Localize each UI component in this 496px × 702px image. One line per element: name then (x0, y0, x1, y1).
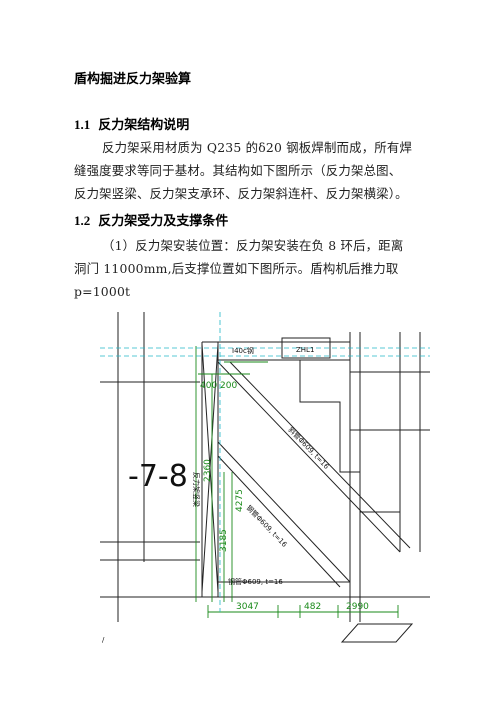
label-ring-number: -7-8 (128, 459, 188, 494)
paragraph-line: 缝强度要求等同于基材。其结构如下图所示（反力架总图、 (74, 163, 402, 178)
dim-3185: 3185 (219, 529, 229, 552)
dimension-lines (195, 346, 399, 618)
label-pipe-bottom: 钢管Φ609, t=16 (228, 577, 283, 586)
label-side-beam: 反力架竖梁 (192, 472, 201, 507)
section-number: 1.2 (74, 213, 91, 228)
structure-lines (100, 312, 430, 643)
dim-482: 482 (304, 602, 321, 612)
page-mark: / (102, 636, 105, 644)
section-heading-1-2: 1.2 反力架受力及支撑条件 (74, 210, 228, 229)
label-i40-steel: I40c钢 (232, 346, 254, 355)
reference-lines (100, 312, 430, 612)
section-heading-1-1: 1.1 反力架结构说明 (74, 114, 189, 133)
section-1-2-paragraph: （1）反力架安装位置：反力架安装在负 8 环后，距离 洞门 11000mm,后支… (74, 234, 426, 303)
dim-200: 200 (220, 381, 237, 391)
dim-400: 400 (200, 381, 217, 391)
section-1-1-paragraph: 反力架采用材质为 Q235 的δ20 钢板焊制而成，所有焊 缝强度要求等同于基材… (74, 136, 426, 205)
label-pipe-diagonal: 斜管Φ609, t=16 (287, 425, 332, 471)
dim-2360: 2360 (203, 459, 213, 482)
reaction-frame-drawing: I40c钢 ZHL1 -7-8 反力架竖梁 400 200 2360 3185 … (100, 312, 430, 644)
dim-3047: 3047 (236, 602, 259, 612)
section-title: 反力架结构说明 (98, 118, 190, 133)
label-zhl1: ZHL1 (296, 346, 314, 354)
paragraph-line: 反力架采用材质为 Q235 的δ20 钢板焊制而成，所有焊 (102, 140, 413, 155)
section-title: 反力架受力及支撑条件 (98, 214, 229, 229)
dim-4275: 4275 (235, 489, 245, 512)
paragraph-line: 洞门 11000mm,后支撑位置如下图所示。盾构机后推力取 (74, 261, 399, 276)
paragraph-line: 反力架竖梁、反力架支承环、反力架斜连杆、反力架横梁）。 (74, 186, 408, 201)
section-number: 1.1 (74, 117, 91, 132)
dim-2990: 2990 (346, 602, 369, 612)
paragraph-line: （1）反力架安装位置：反力架安装在负 8 环后，距离 (102, 238, 404, 253)
page-title: 盾构掘进反力架验算 (74, 72, 192, 87)
paragraph-line: p=1000t (74, 284, 131, 299)
